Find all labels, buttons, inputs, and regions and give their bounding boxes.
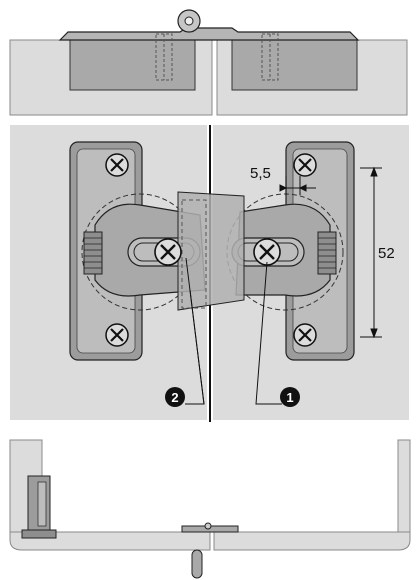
top-recess-right (231, 39, 358, 91)
bottom-section-view (9, 439, 411, 579)
bottom-door-right (213, 531, 411, 551)
height-dimension (360, 166, 382, 339)
screw-top-left (105, 153, 129, 177)
callout-2-leader-b (189, 289, 205, 405)
bottom-hinge-block-inner (37, 481, 47, 527)
gap-dimension-label: 5,5 (250, 165, 271, 182)
screw-bottom-right (293, 323, 317, 347)
svg-text:2: 2 (171, 390, 178, 405)
top-screw-right (261, 33, 279, 81)
bottom-handle (191, 549, 203, 579)
top-recess-left (69, 39, 196, 91)
top-hinge-pin (184, 16, 194, 26)
screw-bottom-left (105, 323, 129, 347)
top-section-view (9, 9, 408, 116)
top-screw-left (155, 33, 173, 81)
callout-2-badge: 2 (165, 387, 185, 407)
right-mounting-plate (226, 141, 355, 361)
screw-top-right (293, 153, 317, 177)
bottom-center-pin (204, 522, 212, 530)
adjust-screw-right (253, 238, 281, 266)
top-hinge-plate (58, 27, 360, 41)
callout-1-badge: 1 (280, 387, 300, 407)
front-view: 5,5 52 2 1 (10, 125, 409, 422)
center-link-plate (177, 191, 245, 311)
height-dimension-label: 52 (378, 245, 395, 262)
bottom-hinge-foot (21, 529, 57, 539)
callout-1-leader (255, 261, 282, 405)
gap-dimension (279, 176, 316, 195)
svg-text:1: 1 (286, 390, 293, 405)
bottom-wall-right (397, 439, 411, 533)
adjust-screw-left (154, 238, 182, 266)
bottom-door-left (9, 531, 211, 551)
